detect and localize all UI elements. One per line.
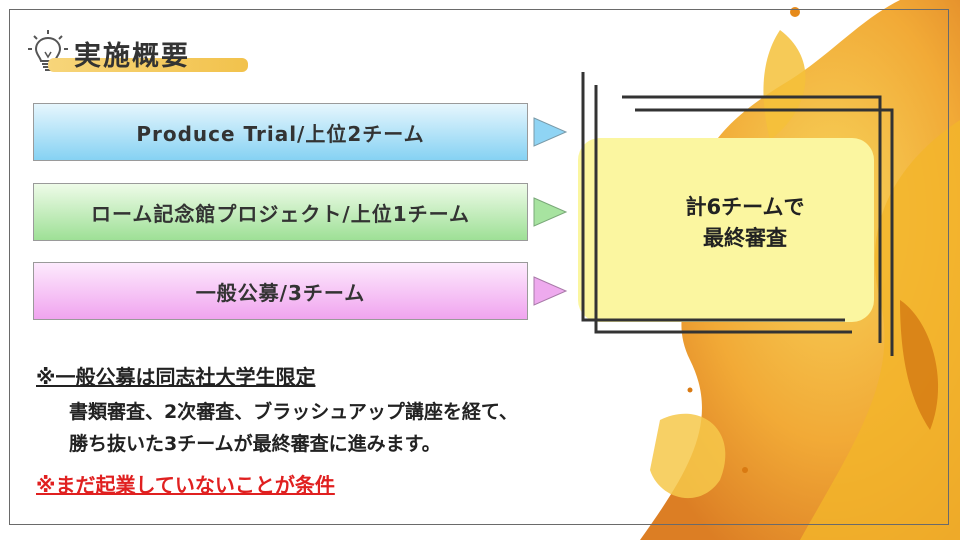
arrow-right-icon: [533, 197, 568, 227]
condition-note: ※まだ起業していないことが条件: [36, 473, 335, 497]
arrow-right-icon: [533, 276, 568, 306]
note-body: 書類審査、2次審査、ブラッシュアップ講座を経て、 勝ち抜いた3チームが最終審査に…: [69, 396, 518, 460]
result-line-2: 最終審査: [703, 226, 787, 250]
slide-frame: [9, 9, 949, 525]
category-produce-trial: Produce Trial/上位2チーム: [33, 103, 528, 161]
title-highlight: [48, 58, 248, 72]
result-card: [578, 138, 874, 322]
arrow-right-icon: [533, 117, 568, 147]
result-line-1: 計6チームで: [685, 195, 805, 219]
note-line-1: 書類審査、2次審査、ブラッシュアップ講座を経て、: [69, 401, 518, 423]
result-text: 計6チームで 最終審査: [578, 192, 912, 254]
category-rohm-project: ローム記念館プロジェクト/上位1チーム: [33, 183, 528, 241]
category-general: 一般公募/3チーム: [33, 262, 528, 320]
note-line-2: 勝ち抜いた3チームが最終審査に進みます。: [69, 433, 441, 455]
note-title: ※一般公募は同志社大学生限定: [36, 365, 316, 389]
slide-title: 実施概要: [74, 41, 190, 72]
